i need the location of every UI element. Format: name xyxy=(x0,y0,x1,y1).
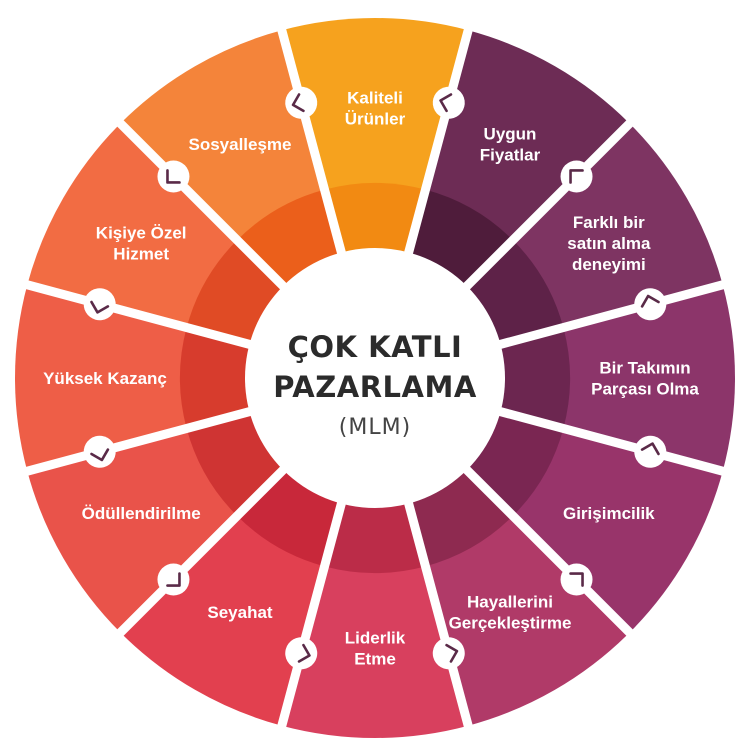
center-title-line1: ÇOK KATLI xyxy=(288,330,463,364)
segment-label-line: Etme xyxy=(354,650,396,669)
segment-label-line: Bir Takımın xyxy=(599,359,690,378)
segment-label-line: Gerçekleştirme xyxy=(449,613,572,632)
icons-layer xyxy=(83,86,667,670)
segment-separator xyxy=(113,116,288,291)
segment-label-line: Yüksek Kazanç xyxy=(43,369,167,388)
segment-label-line: deneyimi xyxy=(572,255,646,274)
segment-separator xyxy=(403,24,474,256)
chevron-circle-icon xyxy=(634,435,667,468)
segment-label-line: Farklı bir xyxy=(573,213,645,232)
segment-separator xyxy=(21,279,253,350)
segment-separator xyxy=(497,279,729,350)
segment-separator xyxy=(113,465,288,640)
segment-separator xyxy=(276,24,347,256)
chevron-circle-icon xyxy=(432,637,465,670)
chevron-circle-icon xyxy=(634,288,667,321)
chevron-circle-icon xyxy=(560,160,593,193)
center-circle xyxy=(245,248,505,508)
segment-label-line: Uygun xyxy=(484,125,537,144)
segment-label-odullendirilme: Ödüllendirilme xyxy=(82,504,201,523)
segment-separator xyxy=(462,116,637,291)
segment-label-yuksek-kazanc: Yüksek Kazanç xyxy=(43,369,167,388)
chevron-circle-icon xyxy=(560,563,593,596)
chevron-circle-icon xyxy=(432,86,465,119)
segment-label-line: Fiyatlar xyxy=(480,146,541,165)
chevron-circle-icon xyxy=(83,435,116,468)
chevron-circle-icon xyxy=(285,637,318,670)
center-subtitle: (MLM) xyxy=(339,415,411,440)
segment-label-line: Ödüllendirilme xyxy=(82,504,201,523)
segment-label-line: Kişiye Özel xyxy=(96,224,187,243)
center-title-line2: PAZARLAMA xyxy=(273,370,477,404)
chevron-circle-icon xyxy=(157,160,190,193)
segment-label-line: Girişimcilik xyxy=(563,504,655,523)
segment-label-farkli-bir-satin-alma-deneyimi: Farklı bir satın alma deneyimi xyxy=(567,213,651,274)
segment-label-line: Ürünler xyxy=(345,110,406,129)
segment-label-line: satın alma xyxy=(567,234,651,253)
segment-label-line: Liderlik xyxy=(345,629,406,648)
segment-label-line: Hizmet xyxy=(113,245,169,264)
chevron-circle-icon xyxy=(83,288,116,321)
segment-separator xyxy=(462,465,637,640)
segment-label-line: Parçası Olma xyxy=(591,380,699,399)
chevron-circle-icon xyxy=(285,86,318,119)
segment-label-line: Hayallerini xyxy=(467,592,553,611)
segment-label-seyahat: Seyahat xyxy=(207,603,273,622)
segment-separator xyxy=(21,406,253,477)
separators-layer xyxy=(21,24,729,732)
segment-label-line: Kaliteli xyxy=(347,89,403,108)
segment-label-girisimcilik: Girişimcilik xyxy=(563,504,655,523)
segment-label-sosyallesme: Sosyalleşme xyxy=(188,135,291,154)
segment-separator xyxy=(403,500,474,732)
segment-label-line: Sosyalleşme xyxy=(188,135,291,154)
segment-separator xyxy=(276,500,347,732)
chevron-circle-icon xyxy=(157,563,190,596)
segment-label-line: Seyahat xyxy=(207,603,273,622)
segment-separator xyxy=(497,406,729,477)
